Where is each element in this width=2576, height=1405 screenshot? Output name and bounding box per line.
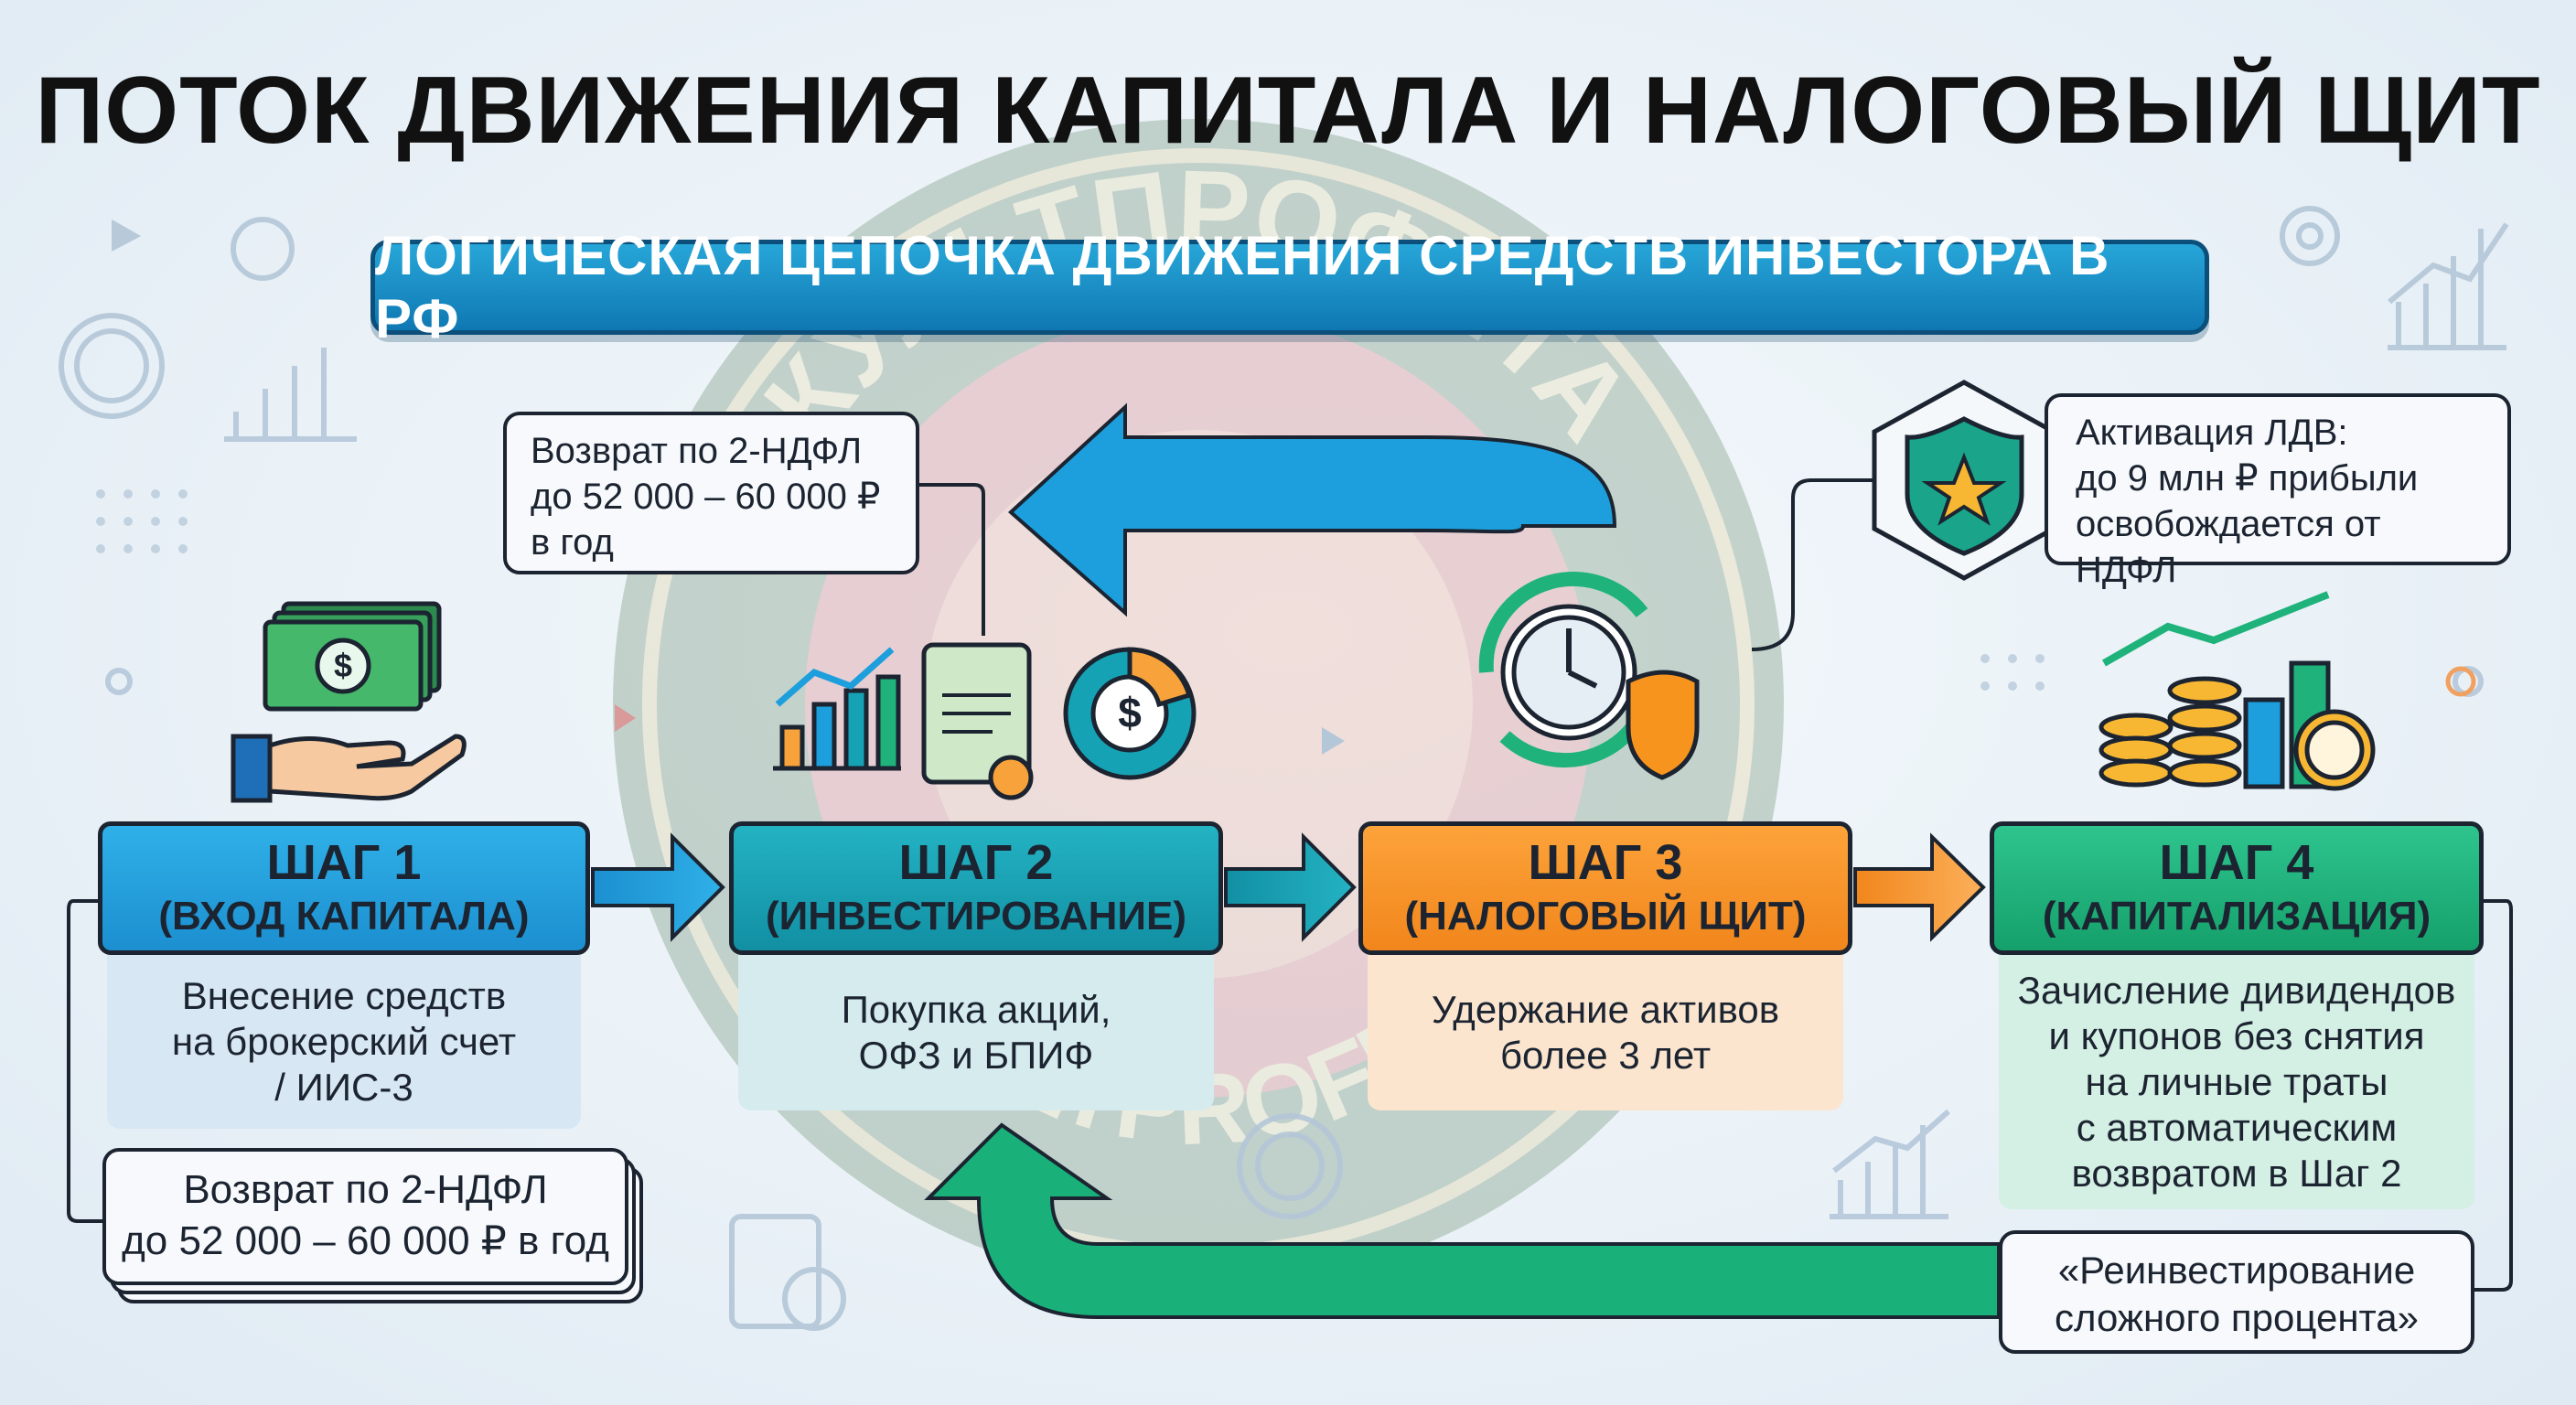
step-1-subtitle: (ВХОД КАПИТАЛА) xyxy=(158,894,530,938)
subtitle-banner: ЛОГИЧЕСКАЯ ЦЕПОЧКА ДВИЖЕНИЯ СРЕДСТВ ИНВЕ… xyxy=(370,225,2209,349)
step-2-header: ШАГ 2 (ИНВЕСТИРОВАНИЕ) xyxy=(729,821,1223,955)
svg-text:$: $ xyxy=(1118,689,1142,736)
reinvest-note-line2: сложного процента» xyxy=(2054,1296,2419,1339)
step-4-subtitle: (КАПИТАЛИЗАЦИЯ) xyxy=(2042,894,2431,938)
page-title: ПОТОК ДВИЖЕНИЯ КАПИТАЛА И НАЛОГОВЫЙ ЩИТ xyxy=(35,58,2541,164)
refund-note-bottom-line2: до 52 000 – 60 000 ₽ в год xyxy=(122,1218,609,1263)
arrow-step2-step3 xyxy=(1224,832,1357,942)
step-1-line1: Внесение средств xyxy=(181,974,507,1017)
refund-note-top: Возврат по 2-НДФЛ до 52 000 – 60 000 ₽ в… xyxy=(503,412,919,574)
step-1-line3: / ИИС-3 xyxy=(274,1066,413,1109)
step-1-title: ШАГ 1 xyxy=(266,835,422,890)
arrow-return-top xyxy=(1008,402,1617,617)
step-3-header: ШАГ 3 (НАЛОГОВЫЙ ЩИТ) xyxy=(1358,821,1852,955)
invest-assets-icon: $ xyxy=(773,642,1197,800)
step-4-line2: и купонов без снятия xyxy=(2048,1014,2425,1057)
step-3-body: Удержание активов более 3 лет xyxy=(1368,955,1843,1110)
step-4-line5: возвратом в Шаг 2 xyxy=(2071,1152,2402,1195)
arrow-step3-step4 xyxy=(1853,832,1986,942)
step-3-subtitle: (НАЛОГОВЫЙ ЩИТ) xyxy=(1404,894,1807,938)
refund-note-bottom-line1: Возврат по 2-НДФЛ xyxy=(183,1167,548,1212)
step-2-subtitle: (ИНВЕСТИРОВАНИЕ) xyxy=(765,894,1187,938)
step-2-title: ШАГ 2 xyxy=(898,835,1054,890)
step-4-line3: на личные траты xyxy=(2085,1060,2388,1103)
reinvest-note-line1: «Реинвестирование xyxy=(2057,1249,2416,1292)
arrow-step1-step2 xyxy=(591,832,725,942)
ldv-shield-icon xyxy=(1872,380,2056,581)
step-3-title: ШАГ 3 xyxy=(1528,835,1683,890)
ldv-note-line1: Активация ЛДВ: xyxy=(2076,413,2348,453)
refund-note-top-line3: в год xyxy=(531,522,614,563)
step-4-title: ШАГ 4 xyxy=(2159,835,2314,890)
step-3-line1: Удержание активов xyxy=(1431,988,1780,1031)
step-3-line2: более 3 лет xyxy=(1499,1034,1712,1077)
step-1-header: ШАГ 1 (ВХОД КАПИТАЛА) xyxy=(98,821,590,955)
svg-text:$: $ xyxy=(334,647,352,684)
clock-shield-icon xyxy=(1478,572,1700,780)
refund-note-bottom: Возврат по 2-НДФЛ до 52 000 – 60 000 ₽ в… xyxy=(102,1148,628,1285)
refund-note-top-line1: Возврат по 2-НДФЛ xyxy=(531,431,863,471)
step-2-body: Покупка акций, ОФЗ и БПИФ xyxy=(738,955,1214,1110)
step-4-header: ШАГ 4 (КАПИТАЛИЗАЦИЯ) xyxy=(1990,821,2484,955)
step-2-line1: Покупка акций, xyxy=(841,988,1111,1031)
step-1-line2: на брокерский счет xyxy=(171,1020,517,1063)
ldv-note: Активация ЛДВ: до 9 млн ₽ прибыли освобо… xyxy=(2045,393,2511,590)
ldv-note-line3: освобождается от НДФЛ xyxy=(2076,504,2381,590)
refund-note-top-line2: до 52 000 – 60 000 ₽ xyxy=(531,477,881,517)
coins-growth-icon xyxy=(2098,591,2376,791)
step-4-body: Зачисление дивидендов и купонов без снят… xyxy=(1999,955,2474,1209)
step-4-line4: с автоматическим xyxy=(2076,1106,2398,1149)
ldv-note-line2: до 9 млн ₽ прибыли xyxy=(2076,458,2419,499)
reinvest-note: «Реинвестирование сложного процента» xyxy=(1999,1230,2474,1354)
step-1-body: Внесение средств на брокерский счет / ИИ… xyxy=(107,955,581,1129)
step-2-line2: ОФЗ и БПИФ xyxy=(858,1034,1094,1077)
money-hand-icon: $ xyxy=(231,601,467,803)
step-4-line1: Зачисление дивидендов xyxy=(2017,969,2456,1012)
